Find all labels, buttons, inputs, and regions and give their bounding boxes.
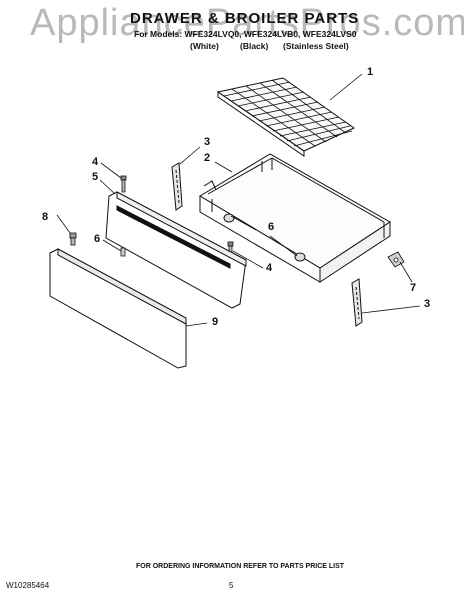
callout-4-bottom: 4 [266, 262, 273, 274]
ordering-info: FOR ORDERING INFORMATION REFER TO PARTS … [136, 563, 345, 570]
drawer-body-part [199, 153, 391, 283]
model-list: For Models: WFE324LVQ0, WFE324LVB0, WFE3… [134, 29, 357, 39]
callout-2: 2 [204, 152, 211, 164]
finish-black: (Black) [240, 41, 269, 51]
broiler-rack-part [216, 77, 355, 157]
callout-6-right: 6 [268, 221, 275, 233]
watermark: AppliancePartsPros.com [30, 2, 464, 44]
drawer-front-panel-part [105, 191, 247, 309]
leader-lines [56, 73, 421, 327]
clip-part [120, 247, 126, 257]
bracket-part [387, 251, 405, 268]
screw-part-8 [69, 232, 77, 246]
callout-1: 1 [367, 66, 374, 78]
finish-white: (White) [190, 41, 219, 51]
diagram-title: DRAWER & BROILER PARTS [130, 10, 360, 27]
callout-9: 9 [212, 316, 219, 328]
callout-4-top: 4 [92, 156, 99, 168]
callout-8: 8 [42, 211, 49, 223]
page-number: 5 [229, 581, 234, 590]
callout-7: 7 [410, 282, 417, 294]
drawer-slide-part [171, 162, 363, 327]
callout-5: 5 [92, 171, 99, 183]
front-trim-panel-part [49, 248, 187, 369]
finish-stainless: (Stainless Steel) [283, 41, 349, 51]
document-number: W10285464 [6, 581, 50, 590]
callout-6-left: 6 [94, 233, 101, 245]
callout-3-top: 3 [204, 136, 211, 148]
callout-3-bottom: 3 [424, 298, 431, 310]
